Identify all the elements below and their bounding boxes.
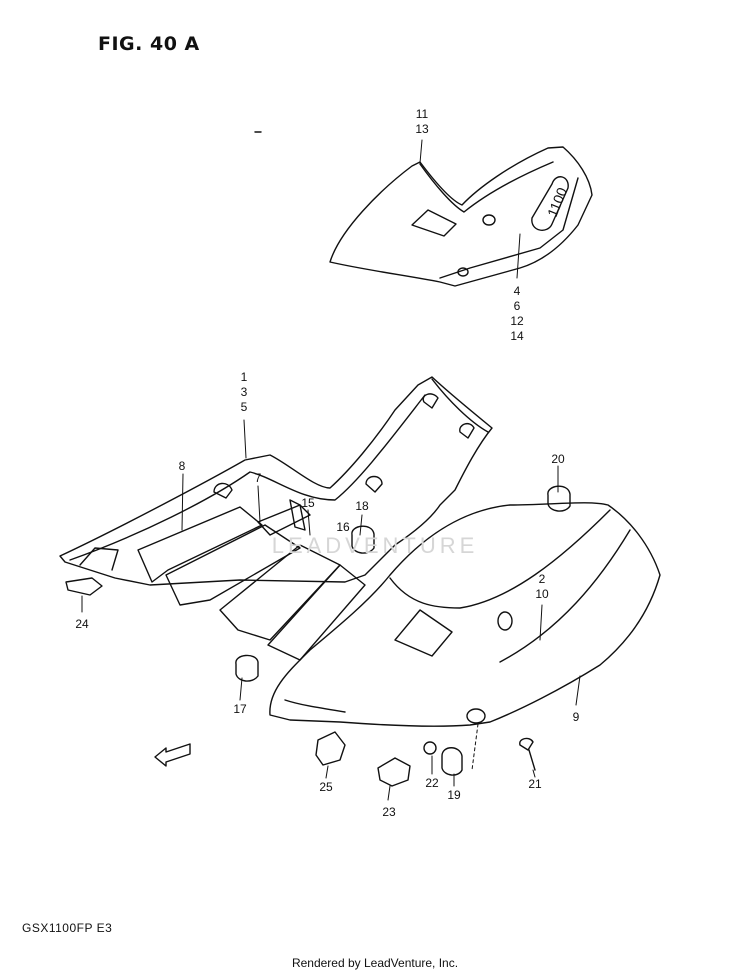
figure-title: FIG. 40 A [98, 33, 200, 55]
callout-23: 23 [382, 805, 396, 819]
callout-16: 16 [336, 520, 350, 534]
callout-7: 7 [254, 471, 262, 485]
upper-frame-cover [329, 146, 593, 287]
fwd-arrow-icon [154, 743, 191, 767]
callout-9: 9 [572, 710, 580, 724]
render-credit: Rendered by LeadVenture, Inc. [291, 956, 459, 970]
small-parts [65, 485, 571, 787]
watermark: LEADVENTURE [272, 533, 479, 558]
callout-20: 20 [551, 452, 565, 466]
model-code: GSX1100FP E3 [22, 921, 113, 935]
callout-21: 21 [528, 777, 542, 791]
inner-panels [137, 504, 366, 661]
callout-15: 15 [301, 496, 315, 510]
callout-19: 19 [447, 788, 461, 802]
leader-lines [81, 139, 581, 801]
callout-17: 17 [233, 702, 247, 716]
callout-18: 18 [355, 499, 369, 513]
side-cover [269, 502, 661, 727]
callout-22: 22 [425, 776, 439, 790]
callout-24: 24 [75, 617, 89, 631]
callout-25: 25 [319, 780, 333, 794]
main-frame-cover [59, 376, 493, 586]
callout-8: 8 [178, 459, 186, 473]
fwd-label: FWD [166, 749, 183, 761]
